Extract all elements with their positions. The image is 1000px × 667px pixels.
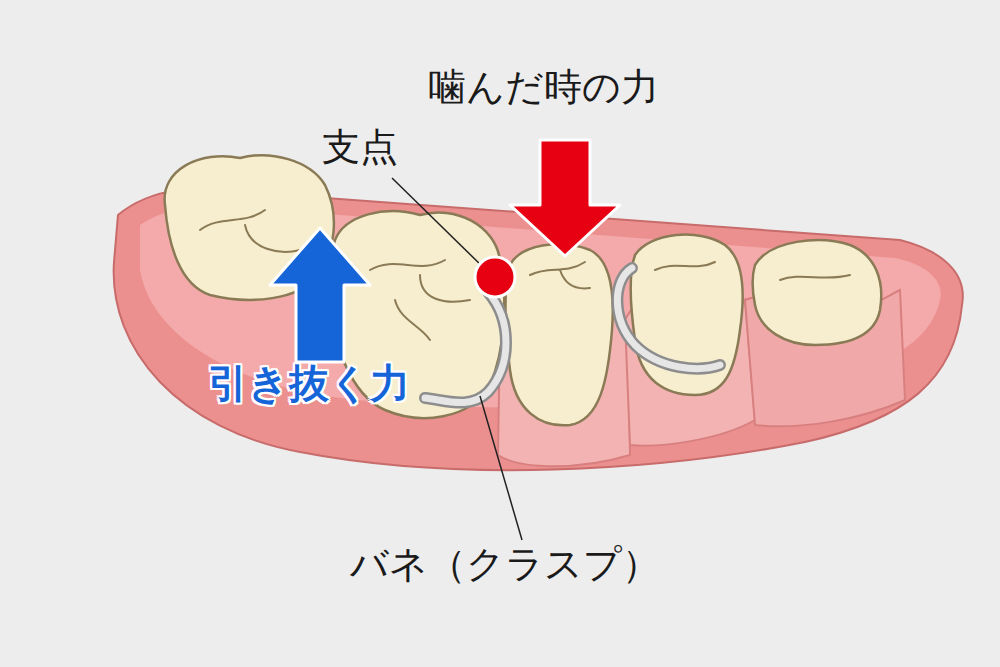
premolar-tooth <box>505 244 612 425</box>
label-holder: 噛んだ時の力 <box>428 66 659 110</box>
clasp <box>617 268 720 368</box>
tooth-groove <box>530 262 590 288</box>
clasp <box>425 292 506 403</box>
canine-tooth <box>753 240 882 345</box>
tooth-groove <box>200 210 300 252</box>
fulcrum-dot <box>475 257 515 297</box>
leader-line <box>392 178 486 270</box>
pull-force-label: 引き抜く力 <box>208 360 410 406</box>
tooth-groove <box>370 260 470 340</box>
pull-force-arrow <box>270 228 370 362</box>
bite-force-arrow <box>510 140 620 256</box>
leader-line <box>480 396 522 540</box>
label-holder: 支点 <box>322 126 398 170</box>
label-holder: 引き抜く力 <box>208 360 410 406</box>
tooth-groove <box>780 275 850 280</box>
fulcrum-label: 支点 <box>322 126 398 170</box>
clasp <box>425 292 506 403</box>
force-label: 噛んだ時の力 <box>428 66 659 110</box>
clasp <box>617 268 720 368</box>
tooth-groove <box>655 262 715 270</box>
clasp-label: バネ（クラスプ） <box>350 543 660 587</box>
label-holder: バネ（クラスプ） <box>350 543 660 587</box>
